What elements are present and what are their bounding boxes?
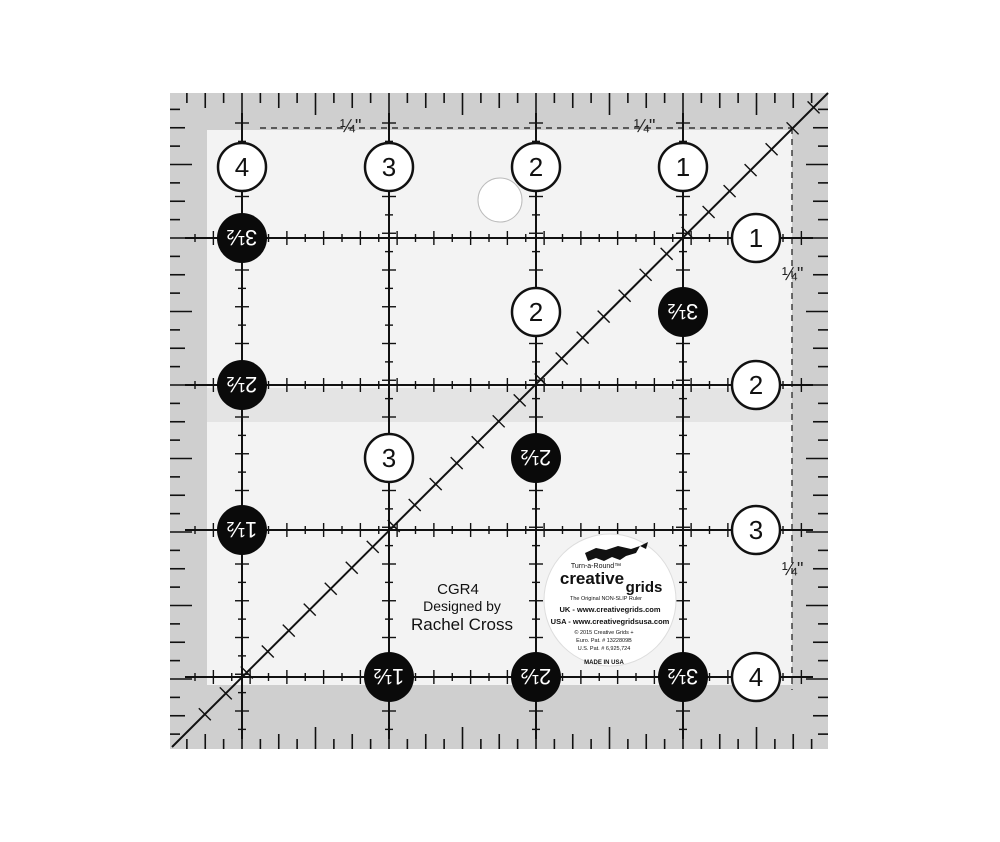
svg-text:2½: 2½ [521,664,552,689]
inner-number-3: 3 [363,432,415,484]
diagonal-tick [534,372,548,386]
svg-text:2: 2 [749,370,763,400]
diagonal-ticks [198,100,821,721]
svg-text:2½: 2½ [521,445,552,470]
inner-half-number-2-5: 2½ [511,433,561,483]
svg-text:MADE IN USA: MADE IN USA [584,660,624,666]
grid-lines [185,113,813,739]
diagonal-tick [303,603,317,617]
inner-number-2: 2 [510,286,562,338]
diagonal-tick [660,247,674,261]
diagonal-tick [261,645,275,659]
svg-text:1: 1 [749,223,763,253]
model-number: CGR4 [437,581,479,598]
svg-text:3: 3 [382,152,396,182]
diagonal-tick [702,205,716,219]
creative-grids-logo: Turn-a-Round™ creative grids The Origina… [543,533,677,667]
bottom-half-number-3-5: 3½ [658,652,708,702]
svg-text:3: 3 [382,443,396,473]
quarter-label-top-left: ¼" [340,116,361,136]
left-half-number-2-5: 2½ [217,360,267,410]
diagonal-tick [366,540,380,554]
svg-text:3½: 3½ [227,225,258,250]
diagonal-tick [555,352,569,366]
designer-name: Rachel Cross [411,615,513,634]
diagonal-tick [198,707,212,721]
diagonal-45-line [171,92,829,748]
top-number-3: 3 [363,141,415,193]
svg-text:Euro. Pat. # 1322809B: Euro. Pat. # 1322809B [576,638,632,644]
inner-half-number-3-5: 3½ [658,287,708,337]
diagonal-tick [576,331,590,345]
hanging-hole [477,177,523,223]
svg-text:1½: 1½ [227,517,258,542]
svg-text:creative: creative [560,569,624,588]
right-number-4: 4 [730,651,782,703]
svg-text:USA - www.creativegridsusa.com: USA - www.creativegridsusa.com [551,617,670,626]
bottom-half-number-1-5: 1½ [364,652,414,702]
diagonal-tick [387,519,401,533]
svg-text:2: 2 [529,152,543,182]
diagonal-tick [408,498,422,512]
svg-text:3: 3 [749,515,763,545]
designer-line: Designed by [423,598,501,614]
diagonal-tick [597,310,611,324]
diagonal-tick [450,456,464,470]
top-number-2: 2 [510,141,562,193]
diagonal-tick [744,163,758,177]
quarter-inch-dashed-guides [260,127,793,690]
svg-text:4: 4 [235,152,249,182]
svg-text:2: 2 [529,297,543,327]
bottom-half-number-2-5: 2½ [511,652,561,702]
diagonal-tick [618,289,632,303]
diagonal-tick [681,226,695,240]
diagonal-tick [282,624,296,638]
svg-text:3½: 3½ [668,299,699,324]
diagonal-tick [240,665,254,679]
diagonal-tick [786,121,800,135]
right-number-1: 1 [730,212,782,264]
diagonal-tick [765,142,779,156]
quarter-label-top-right: ¼" [634,116,655,136]
diagonal-tick [807,100,821,114]
svg-text:U.S. Pat. # 6,925,724: U.S. Pat. # 6,925,724 [578,646,631,652]
diagonal-tick [324,582,338,596]
diagonal-tick [513,393,527,407]
svg-text:© 2015 Creative Grids +: © 2015 Creative Grids + [574,629,633,636]
diagonal-tick [429,477,443,491]
svg-text:4: 4 [749,662,763,692]
diagonal-tick [492,414,506,428]
diagonal-tick [639,268,653,282]
diagonal-tick [345,561,359,575]
right-number-2: 2 [730,359,782,411]
svg-text:UK - www.creativegrids.com: UK - www.creativegrids.com [559,605,660,614]
left-half-number-3-5: 3½ [217,213,267,263]
right-number-3: 3 [730,504,782,556]
quarter-label-right-upper: ¼" [782,264,803,284]
diagonal-tick [723,184,737,198]
fox-icon [585,542,648,561]
svg-text:3½: 3½ [668,664,699,689]
left-half-number-1-5: 1½ [217,505,267,555]
quarter-label-right-lower: ¼" [782,559,803,579]
top-number-1: 1 [657,141,709,193]
top-number-4: 4 [216,141,268,193]
svg-text:1½: 1½ [374,664,405,689]
svg-text:grids: grids [626,579,663,596]
svg-text:2½: 2½ [227,372,258,397]
svg-text:The Original NON-SLIP Ruler: The Original NON-SLIP Ruler [570,596,642,602]
svg-text:Turn-a-Round™: Turn-a-Round™ [571,563,621,570]
diagonal-tick [219,686,233,700]
diagonal-tick [471,435,485,449]
frosted-band-mid [207,388,792,422]
svg-text:1: 1 [676,152,690,182]
